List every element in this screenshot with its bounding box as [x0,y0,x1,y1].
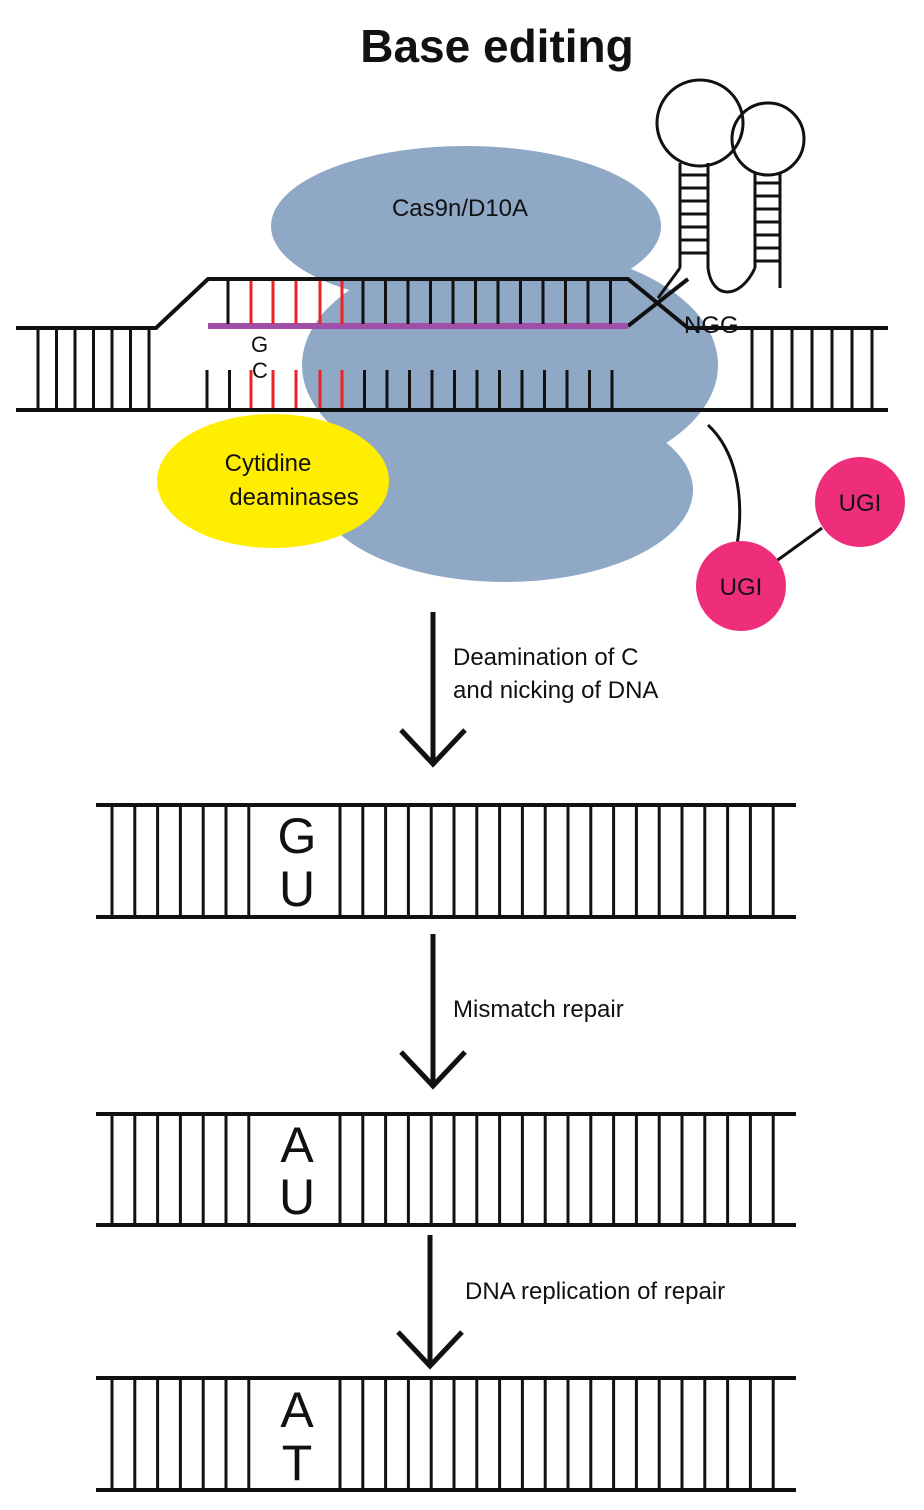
duplex-base-bottom: T [282,1435,313,1491]
step-arrow-1: Deamination of C and nicking of DNA [399,612,658,768]
duplex-base-top: G [278,808,317,864]
cas9-complex: Cas9n/D10A NGG G C Cyti [16,78,905,631]
target-dna [16,277,888,412]
step-label-3: DNA replication of repair [465,1278,725,1305]
arrow-head [396,1330,464,1370]
cas9-protein [271,146,718,582]
step-arrow-2: Mismatch repair [399,934,624,1090]
duplex-base-bottom: U [279,861,315,917]
duplex-rungs [110,1114,775,1225]
ugi-linker-2 [774,526,823,564]
top-strand [16,277,888,330]
arrow-head [399,1050,467,1090]
target-base-g: G [251,332,268,357]
cas9-label: Cas9n/D10A [392,195,528,222]
ugi-linker-1 [706,423,742,546]
deaminase-label-line2: deaminases [229,484,358,511]
target-base-c: C [252,358,268,383]
ugi-label-2: UGI [839,490,882,517]
hairpin-linker [706,267,757,294]
duplex-rungs [110,1378,775,1490]
pam-label: NGG [684,312,739,339]
step-label-2: Mismatch repair [453,996,624,1023]
dna-duplex-1: G U [96,803,796,919]
duplex-rungs [110,805,775,917]
duplex-base-top: A [280,1117,314,1173]
ugi-domain-2 [815,457,905,547]
hairpin-tail [656,267,682,299]
diagram-title: Base editing [360,20,634,72]
ugi-label-1: UGI [720,574,763,601]
step-label-1-line2: and nicking of DNA [453,677,658,704]
sgrna-hairpins [655,78,806,299]
duplex-base-bottom: U [279,1169,315,1225]
dna-base-pairs [36,281,874,408]
hairpin-loop-2 [730,101,806,177]
duplex-base-top: A [280,1382,314,1438]
arrow-head [399,728,467,768]
cytidine-deaminase [157,414,389,548]
step-arrow-3: DNA replication of repair [396,1235,725,1370]
ugi-linker [706,423,823,564]
dna-duplex-3: A T [96,1376,796,1492]
dna-duplex-2: A U [96,1112,796,1227]
cas9-lower-lobe [317,398,693,582]
strand-crossover [626,277,690,328]
ugi-domain-1 [696,541,786,631]
step-label-1-line1: Deamination of C [453,644,638,671]
hairpin-rungs [680,173,780,263]
hairpin-loop-1 [655,78,745,168]
deaminase-label-line1: Cytidine [225,450,312,477]
